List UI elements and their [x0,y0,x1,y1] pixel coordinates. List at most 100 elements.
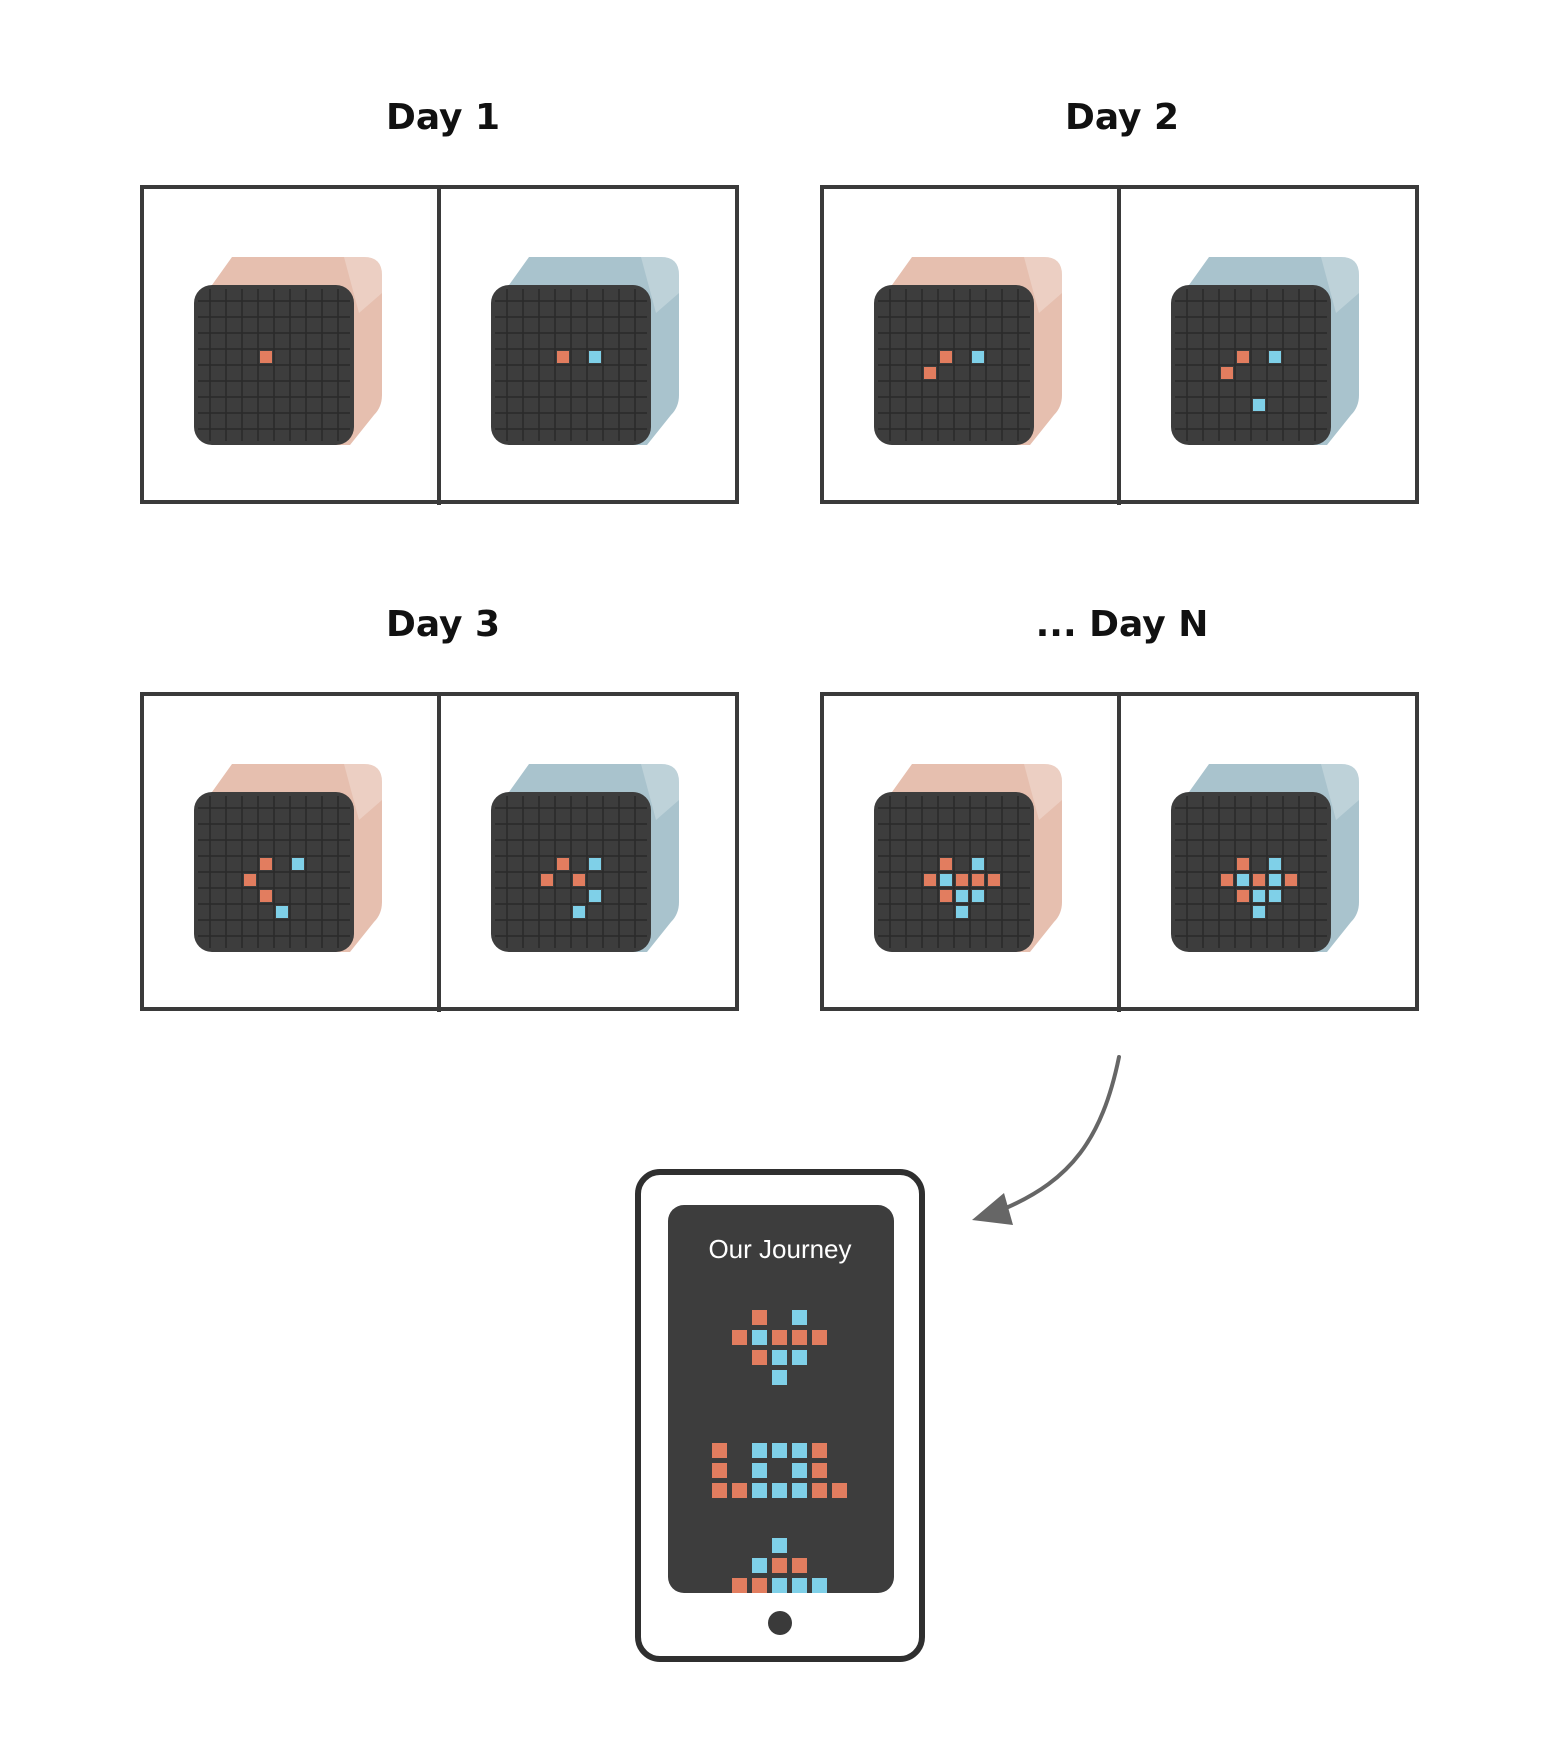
device-grid [198,796,350,948]
lit-pixel-orange [557,858,569,870]
lit-pixel-orange [541,874,553,886]
lit-pixel-blue [1237,874,1249,886]
phone-pixel-blue [772,1350,787,1365]
phone-pixel-blue [792,1578,807,1593]
day-label-1: Day 1 [386,97,500,138]
device-grid [878,796,1030,948]
lit-pixel-orange [1285,874,1297,886]
phone-pixel-blue [792,1463,807,1478]
phone-pixel-orange [712,1483,727,1498]
lit-pixel-orange [573,874,585,886]
device-grid [495,796,647,948]
device-highlight [1024,764,1062,820]
device-grid [878,289,1030,441]
lit-pixel-blue [292,858,304,870]
pixel-device-1-0 [874,257,1062,445]
phone: Our Journey [635,1169,925,1662]
phone-pixel-blue [792,1350,807,1365]
phone-home-button[interactable] [768,1611,792,1635]
phone-pixel-blue [772,1578,787,1593]
lit-pixel-orange [1237,890,1249,902]
device-grid [1175,796,1327,948]
device-highlight [1024,257,1062,313]
lit-pixel-blue [956,906,968,918]
phone-pixel-blue [752,1443,767,1458]
phone-pixel-orange [772,1330,787,1345]
device-grid [495,289,647,441]
phone-pixel-blue [792,1310,807,1325]
lit-pixel-blue [1269,874,1281,886]
lit-pixel-blue [972,858,984,870]
panel-day-n [820,692,1419,1012]
phone-title: Our Journey [708,1234,851,1264]
arrow-to-phone [972,1055,1121,1225]
phone-pixel-orange [712,1463,727,1478]
device-highlight [641,764,679,820]
phone-pixel-orange [752,1350,767,1365]
lit-pixel-orange [1221,367,1233,379]
device-grid [1175,289,1327,441]
lit-pixel-orange [1237,351,1249,363]
panel-day-1 [140,185,739,505]
lit-pixel-orange [956,874,968,886]
phone-pattern-lol [712,1443,847,1498]
phone-pixel-orange [712,1443,727,1458]
phone-pixel-blue [772,1483,787,1498]
phone-pixel-blue [772,1370,787,1385]
panel-day-2 [820,185,1419,505]
phone-pixel-blue [752,1330,767,1345]
lit-pixel-blue [589,890,601,902]
phone-pixel-orange [792,1558,807,1573]
lit-pixel-blue [1253,890,1265,902]
lit-pixel-orange [924,367,936,379]
lit-pixel-blue [1253,906,1265,918]
lit-pixel-orange [260,858,272,870]
lit-pixel-orange [940,858,952,870]
lit-pixel-orange [244,874,256,886]
lit-pixel-orange [260,351,272,363]
pixel-device-2-0 [194,764,382,952]
phone-pixel-orange [752,1578,767,1593]
lit-pixel-blue [276,906,288,918]
lit-pixel-orange [940,890,952,902]
pixel-devices [194,257,1359,952]
lit-pixel-blue [972,890,984,902]
phone-pixel-blue [772,1538,787,1553]
pixel-device-3-1 [1171,764,1359,952]
lit-pixel-orange [1253,874,1265,886]
phone-pixel-blue [792,1483,807,1498]
lit-pixel-orange [988,874,1000,886]
lit-pixel-blue [589,858,601,870]
phone-pixel-orange [832,1483,847,1498]
pixel-device-2-1 [491,764,679,952]
lit-pixel-blue [1269,858,1281,870]
device-highlight [641,257,679,313]
device-highlight [1321,764,1359,820]
phone-pixel-orange [812,1330,827,1345]
lit-pixel-blue [1253,399,1265,411]
phone-pixel-blue [752,1558,767,1573]
pixel-device-1-1 [1171,257,1359,445]
pixel-device-0-0 [194,257,382,445]
pixel-device-0-1 [491,257,679,445]
phone-pixel-orange [732,1578,747,1593]
phone-pixel-orange [752,1310,767,1325]
phone-pixel-orange [812,1483,827,1498]
day-label-3: Day 3 [386,604,500,645]
phone-pattern-heart [732,1310,827,1385]
day-label-n: ... Day N [1036,604,1209,645]
device-grid [198,289,350,441]
device-highlight [344,764,382,820]
phone-pixel-orange [812,1463,827,1478]
phone-pixel-blue [792,1443,807,1458]
lit-pixel-blue [573,906,585,918]
phone-pixel-orange [812,1443,827,1458]
lit-pixel-orange [557,351,569,363]
lit-pixel-orange [1237,858,1249,870]
lit-pixel-orange [1221,874,1233,886]
lit-pixel-blue [589,351,601,363]
lit-pixel-blue [1269,351,1281,363]
lit-pixel-orange [972,874,984,886]
phone-pixel-orange [792,1330,807,1345]
